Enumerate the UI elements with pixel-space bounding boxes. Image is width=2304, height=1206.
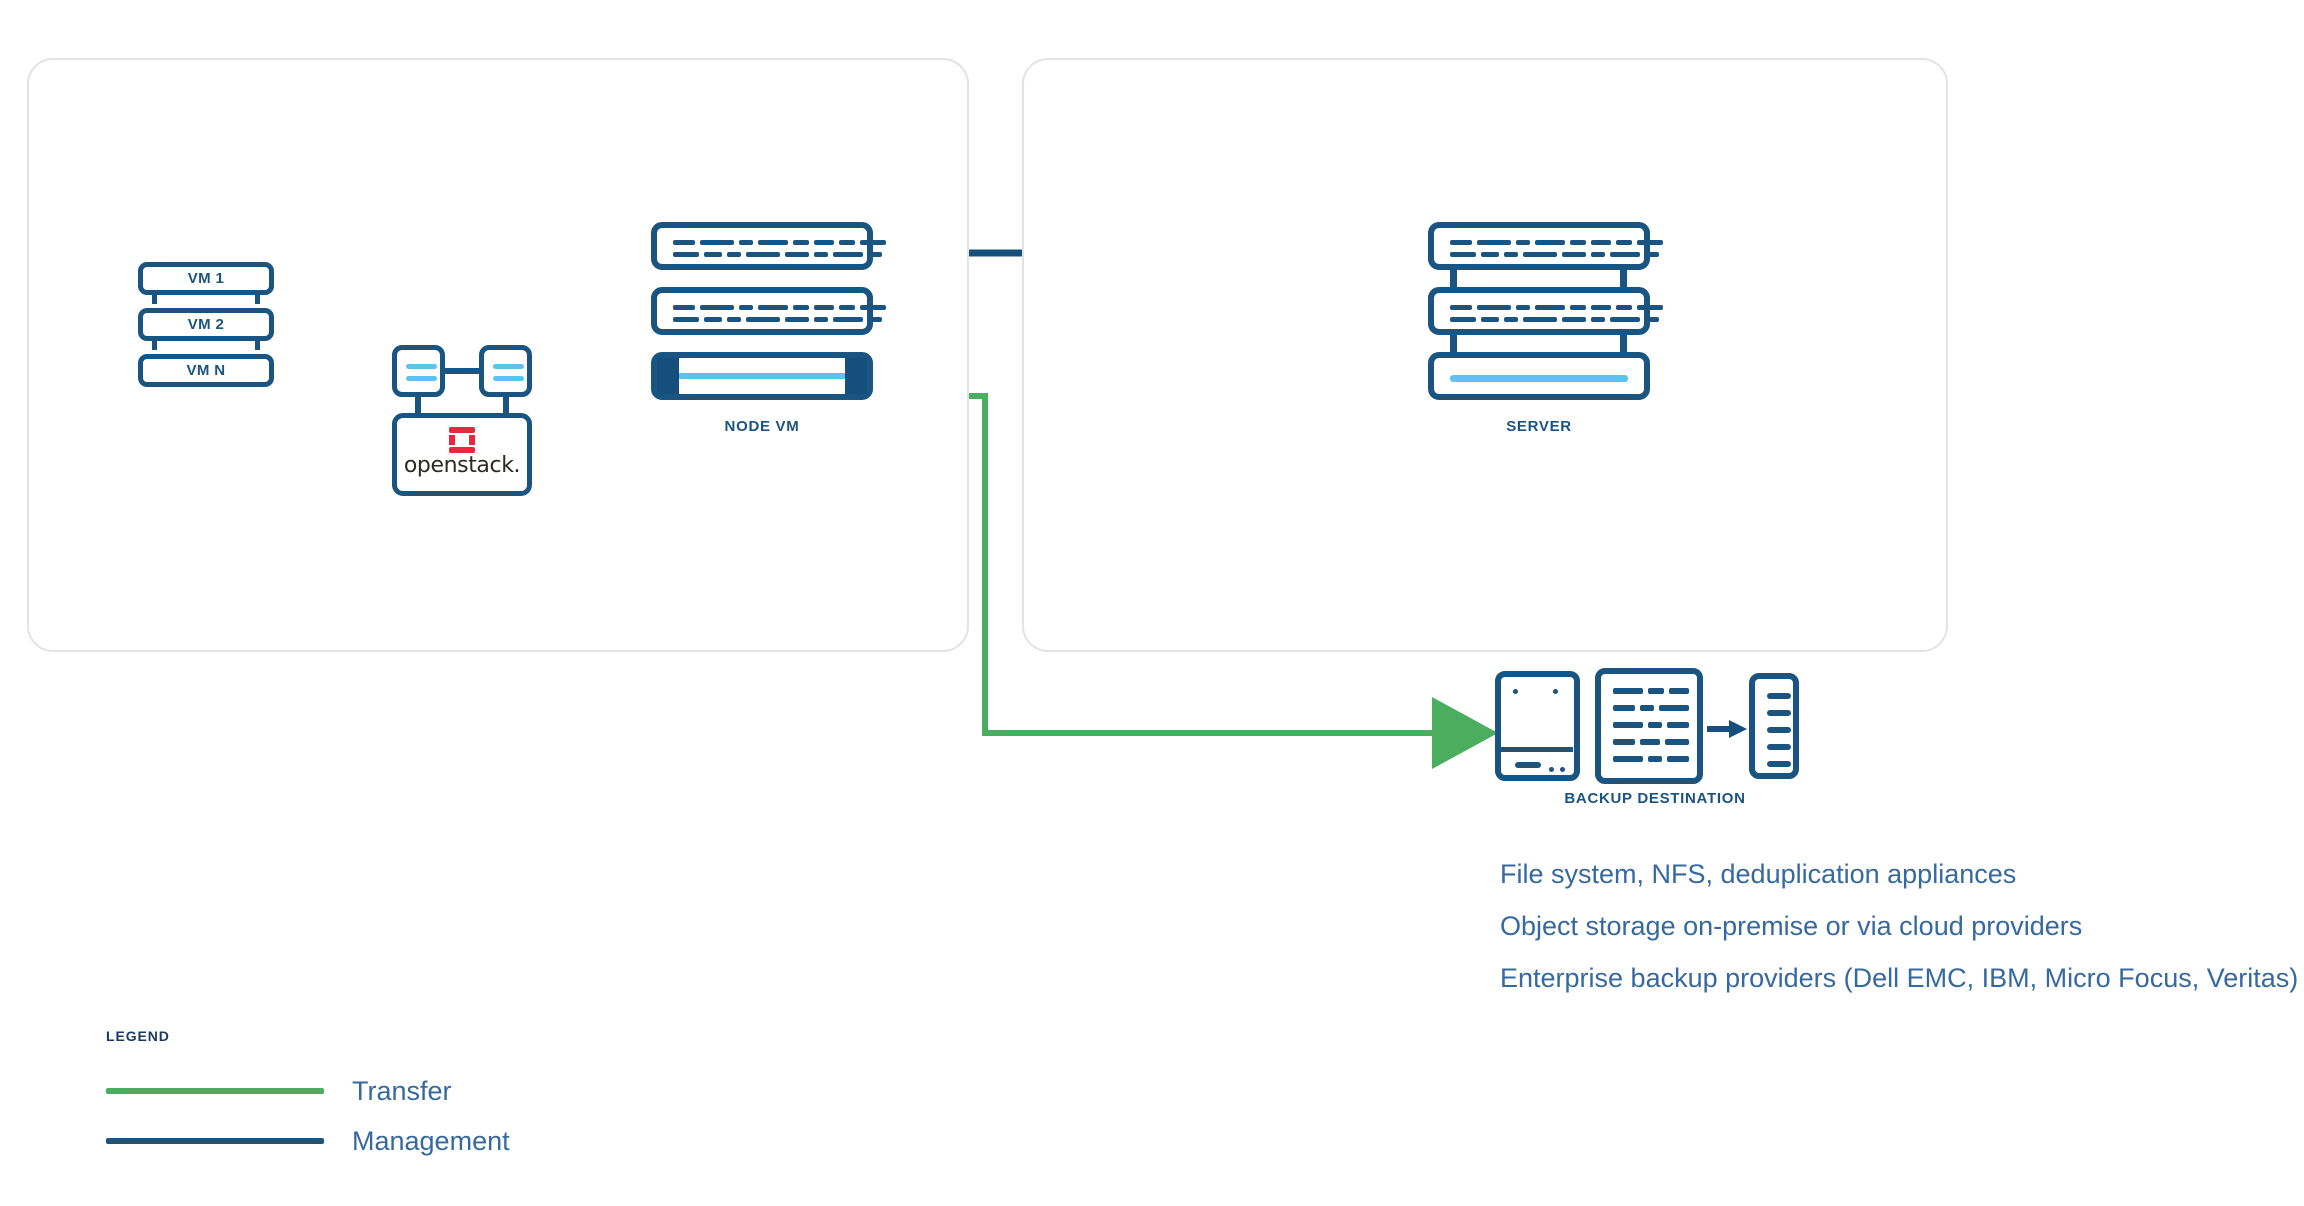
node-vm-box-2 [651,287,886,335]
openstack-leg [415,397,421,417]
openstack-logo-icon [449,427,475,453]
document-icon [1595,668,1703,784]
disk-icon [1495,671,1580,781]
backup-destination-caption: BACKUP DESTINATION [1564,790,1746,807]
detail-line [493,364,524,369]
detail-line [406,364,437,369]
description-line: Object storage on-premise or via cloud p… [1500,911,2083,941]
openstack-wordmark: openstack. [403,453,521,478]
detail-line [406,376,437,381]
server-box-1 [1428,222,1663,270]
vm-item-2[interactable]: VM 2 [138,308,274,341]
vm-connector [255,336,260,350]
server-connector [1450,268,1457,288]
legend-label-transfer: Transfer [352,1075,452,1106]
server-connector [1620,268,1627,288]
backup-destination-group[interactable]: BACKUP DESTINATION [1495,668,1815,807]
vm-connector [255,290,260,304]
detail-line [493,376,524,381]
legend: LEGEND Transfer Management [106,1028,510,1166]
description-line: File system, NFS, deduplication applianc… [1500,859,2017,889]
legend-swatch-transfer [106,1088,324,1094]
node-vm-box-1 [651,222,886,270]
legend-label-management: Management [352,1125,510,1156]
legend-title: LEGEND [106,1028,170,1044]
vm-connector [152,336,157,350]
node-vm-box-3 [651,352,873,400]
server-caption: SERVER [1506,418,1572,435]
node-vm-transfer-arrow-icon [657,358,867,394]
storage-icon [1749,673,1799,779]
server-box-2 [1428,287,1663,335]
backup-description-list: File system, NFS, deduplication applianc… [1500,848,2304,1004]
server-connector [1620,333,1627,353]
openstack-logo-panel: openstack. [392,413,532,496]
server-box-3 [1428,352,1650,400]
openstack-compute-box-right [479,345,532,397]
server-group[interactable]: SERVER [1428,222,1663,435]
description-line: Enterprise backup providers (Dell EMC, I… [1500,963,2299,993]
transfer-arrow-icon [1707,720,1747,738]
openstack-bridge [445,368,479,374]
legend-item-management: Management [106,1116,510,1166]
openstack-leg [503,397,509,417]
vm-stack: VM 1 VM 2 VM N [138,262,274,387]
node-vm-caption: NODE VM [724,418,800,435]
vm-item-1[interactable]: VM 1 [138,262,274,295]
vm-connector [152,290,157,304]
server-status-line [1450,375,1628,382]
vm-item-n[interactable]: VM N [138,354,274,387]
legend-item-transfer: Transfer [106,1066,510,1116]
node-vm-group[interactable]: NODE VM [651,222,886,435]
openstack-node[interactable]: openstack. [392,345,532,496]
openstack-compute-box-left [392,345,445,397]
legend-swatch-management [106,1138,324,1144]
server-connector [1450,333,1457,353]
